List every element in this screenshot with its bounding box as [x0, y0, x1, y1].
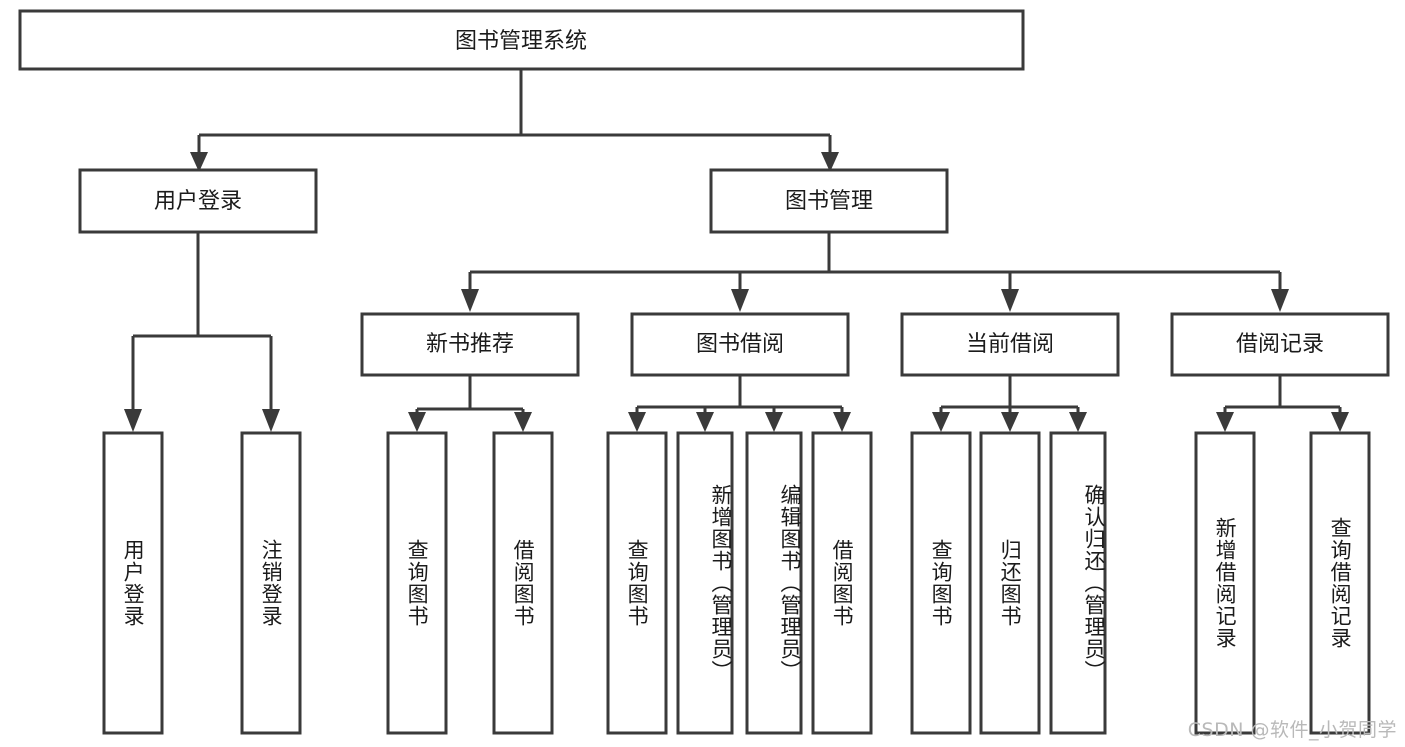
leaf-box-add-book-admin[interactable] [676, 431, 734, 735]
connector-bookmgmt-to-level3 [461, 232, 1289, 312]
leaf-box-edit-book-admin[interactable] [745, 431, 803, 735]
node-current-borrow[interactable] [900, 312, 1120, 377]
node-current-borrow-label: 当前借阅 [966, 332, 1054, 357]
node-new-book-recommend-label: 新书推荐 [426, 332, 514, 357]
connector-borrow-to-leaves [628, 375, 851, 432]
leaf-box-borrow-book[interactable] [811, 431, 873, 735]
node-book-borrow[interactable] [630, 312, 850, 377]
leaf-box-query-books-new[interactable] [386, 431, 448, 735]
connector-records-to-leaves [1216, 375, 1349, 432]
node-book-management[interactable] [709, 168, 949, 234]
leaf-box-query-books-borrow[interactable] [606, 431, 668, 735]
connector-userlogin-to-leaves [124, 232, 280, 432]
node-user-login-label: 用户登录 [154, 189, 242, 214]
node-user-login[interactable] [78, 168, 318, 234]
watermark: CSDN @软件_小贺同学 [1187, 719, 1397, 741]
leaf-box-query-record[interactable] [1309, 431, 1371, 735]
node-book-borrow-label: 图书借阅 [696, 332, 784, 357]
leaf-box-borrow-books-new[interactable] [492, 431, 554, 735]
leaf-box-user-login[interactable] [102, 431, 164, 735]
node-borrow-records[interactable] [1170, 312, 1390, 377]
connector-root-to-level2 [190, 69, 839, 172]
leaf-box-return-books[interactable] [979, 431, 1041, 735]
connector-newbooks-to-leaves [408, 375, 532, 432]
leaf-box-logout[interactable] [240, 431, 302, 735]
node-borrow-records-label: 借阅记录 [1236, 332, 1324, 357]
leaf-box-confirm-return-admin[interactable] [1049, 431, 1107, 735]
node-root-label: 图书管理系统 [455, 29, 587, 54]
connector-current-to-leaves [932, 375, 1087, 432]
node-book-management-label: 图书管理 [785, 189, 873, 214]
node-root[interactable] [18, 9, 1025, 71]
leaf-box-add-record[interactable] [1194, 431, 1256, 735]
leaf-box-query-books-current[interactable] [910, 431, 972, 735]
node-new-book-recommend[interactable] [360, 312, 580, 377]
